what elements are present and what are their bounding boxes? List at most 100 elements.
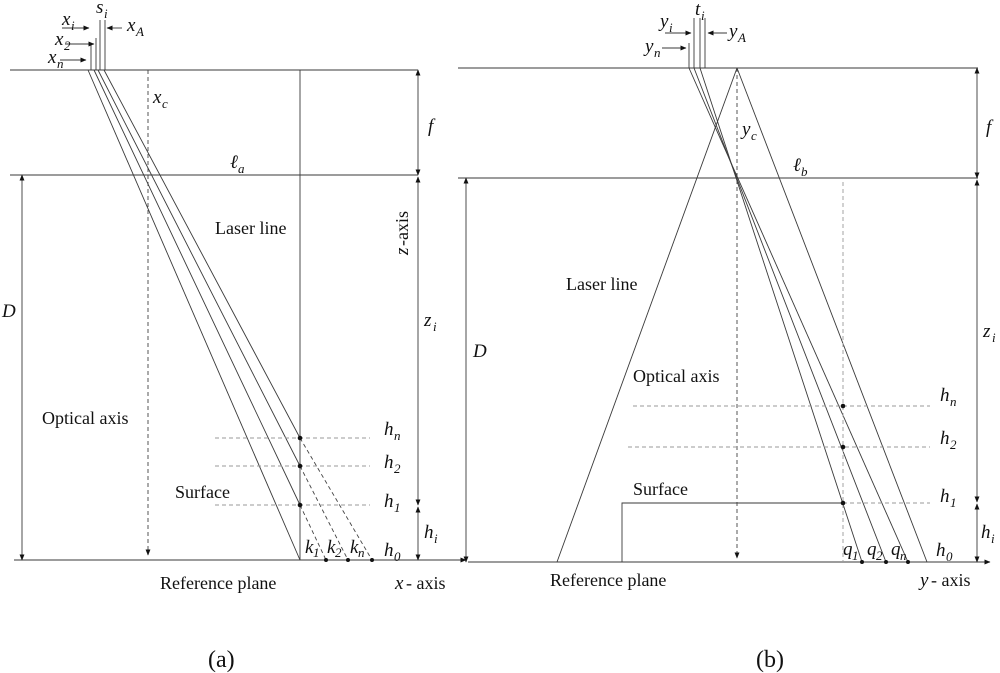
svg-text:- axis: - axis (931, 570, 971, 590)
yc-label-b: y c (740, 119, 757, 143)
svg-text:s: s (96, 0, 103, 18)
q1-label-b: q 1 (843, 539, 859, 563)
svg-text:1: 1 (394, 500, 401, 515)
h2-label-a: h 2 (384, 452, 401, 476)
laser-line-label-b: Laser line (566, 274, 637, 294)
zi-label-a: z i (423, 310, 437, 334)
svg-text:a: a (238, 161, 245, 176)
hi-label-b: h i (981, 522, 995, 546)
svg-text:h: h (981, 522, 991, 543)
svg-text:x: x (152, 87, 162, 108)
ray-a-2 (93, 69, 301, 506)
svg-text:0: 0 (394, 549, 401, 564)
svg-text:- axis: - axis (406, 573, 446, 593)
svg-text:-axis: -axis (392, 211, 412, 246)
svg-text:n: n (654, 45, 661, 60)
hi-label-a: h i (424, 522, 438, 546)
svg-text:n: n (900, 548, 907, 563)
svg-text:z: z (982, 321, 991, 342)
svg-text:i: i (991, 531, 995, 546)
kn-label-a: k n (350, 537, 365, 560)
ray-b-1 (688, 67, 909, 563)
svg-text:1: 1 (313, 545, 320, 560)
svg-text:h: h (384, 491, 394, 512)
svg-text:t: t (695, 0, 701, 20)
panel-a: Laser line Optical axis Surface Referenc… (1, 0, 467, 673)
surface-step-b (621, 502, 843, 562)
h1-label-a: h 1 (384, 491, 401, 515)
ray-b-3 (699, 67, 863, 563)
svg-text:n: n (950, 394, 957, 409)
svg-text:h: h (940, 428, 950, 449)
f-label-b: f (986, 117, 994, 138)
xa-label-a: x A (126, 15, 144, 39)
svg-text:n: n (358, 545, 365, 560)
svg-text:h: h (384, 419, 394, 440)
svg-text:z: z (392, 247, 413, 256)
svg-text:n: n (57, 56, 64, 71)
svg-text:x: x (54, 29, 64, 50)
svg-text:y: y (643, 36, 654, 57)
svg-text:k: k (350, 537, 359, 558)
si-label-a: s i (96, 0, 108, 21)
svg-text:ℓ: ℓ (230, 152, 238, 173)
ray-b-2 (693, 67, 887, 563)
svg-text:i: i (701, 8, 705, 23)
hn-label-b: h n (940, 385, 957, 409)
svg-text:h: h (384, 540, 394, 561)
svg-text:i: i (433, 319, 437, 334)
ti-label-b: t i (695, 0, 705, 23)
svg-text:A: A (135, 24, 144, 39)
svg-text:c: c (751, 128, 757, 143)
svg-text:h: h (424, 522, 434, 543)
q2-label-b: q 2 (867, 539, 883, 563)
svg-text:2: 2 (335, 545, 342, 560)
panel-b: Laser line Optical axis Surface Referenc… (458, 0, 996, 673)
ray-a-1 (87, 69, 301, 561)
laser-line-left-b (556, 67, 738, 563)
h0-label-a: h 0 (384, 540, 401, 564)
surface-label-a: Surface (175, 482, 230, 502)
yi-label-b: y i (658, 11, 673, 35)
xi-label-a: x i (61, 9, 75, 33)
svg-text:y: y (740, 119, 751, 140)
optical-axis-label-a: Optical axis (42, 408, 128, 428)
svg-text:q: q (891, 539, 901, 560)
svg-text:h: h (940, 486, 950, 507)
svg-text:z: z (423, 310, 432, 331)
svg-text:c: c (162, 96, 168, 111)
svg-text:2: 2 (64, 38, 71, 53)
svg-text:1: 1 (852, 548, 859, 563)
svg-text:h: h (936, 540, 946, 561)
xn-label-a: x n (47, 47, 64, 71)
caption-b: (b) (756, 647, 784, 673)
optical-axis-label-b: Optical axis (633, 366, 719, 386)
svg-text:q: q (867, 539, 877, 560)
z-axis-label-a: z -axis (392, 211, 413, 256)
y-axis-label-b: y - axis (918, 570, 971, 591)
hn-label-a: h n (384, 419, 401, 443)
laser-line-label-a: Laser line (215, 218, 286, 238)
k2-label-a: k 2 (327, 537, 342, 560)
svg-text:x: x (47, 47, 57, 68)
h1-label-b: h 1 (940, 486, 957, 510)
d-label-a: D (1, 301, 16, 322)
svg-text:y: y (658, 11, 669, 32)
caption-a: (a) (208, 647, 235, 673)
svg-text:b: b (801, 164, 808, 179)
svg-text:x: x (126, 15, 136, 36)
x-axis-label-a: x - axis (394, 573, 446, 594)
ray-a-3 (97, 69, 301, 467)
svg-text:ℓ: ℓ (793, 155, 801, 176)
la-label-a: ℓ a (230, 152, 245, 176)
d-label-b: D (472, 341, 487, 362)
svg-text:0: 0 (946, 549, 953, 564)
lb-label-b: ℓ b (793, 155, 808, 179)
qn-label-b: q n (891, 539, 907, 563)
svg-text:1: 1 (950, 495, 957, 510)
svg-text:k: k (327, 537, 336, 558)
svg-text:2: 2 (950, 437, 957, 452)
reference-plane-label-b: Reference plane (550, 570, 666, 590)
